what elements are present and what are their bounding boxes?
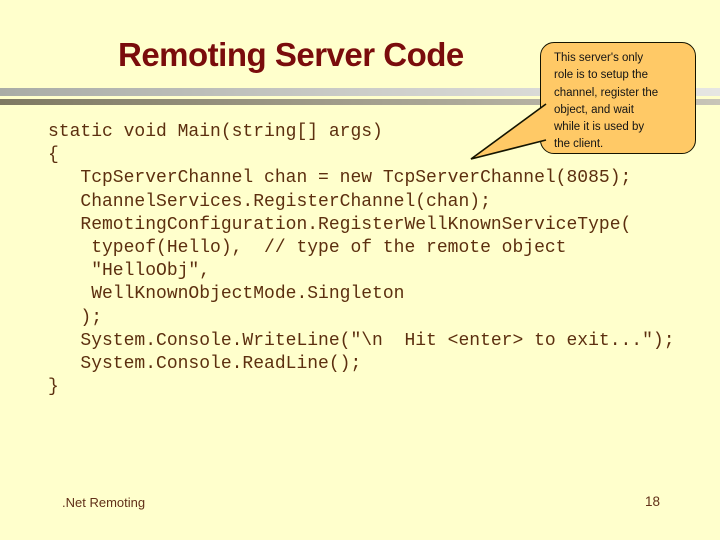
footer-label: .Net Remoting: [62, 495, 146, 510]
page-number: 18: [645, 494, 661, 509]
divider-stripe-bottom: [0, 99, 720, 105]
slide-title: Remoting Server Code: [118, 36, 464, 73]
code-block: static void Main(string[] args) { TcpSer…: [48, 122, 675, 398]
callout-text: This server's only role is to setup the …: [554, 52, 659, 151]
divider-stripe-top: [0, 88, 720, 96]
callout-bubble: This server's only role is to setup the …: [540, 42, 696, 154]
